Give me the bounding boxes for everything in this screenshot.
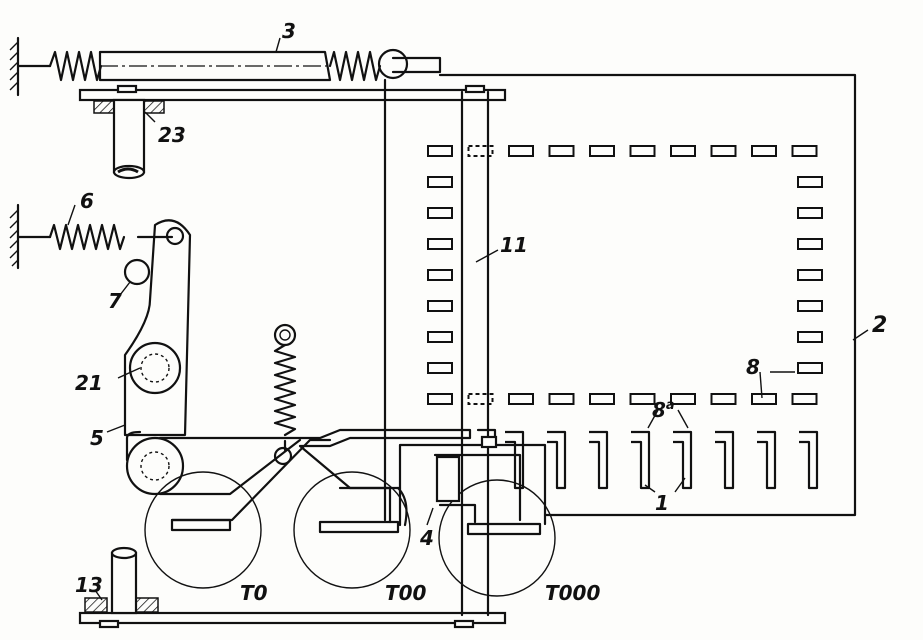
top-plate [78,88,507,102]
stop-pin-7 [123,258,151,286]
slot [427,362,453,374]
bracket-4 [396,428,547,527]
slot [797,331,823,343]
slot [508,393,534,405]
label-t00: T00 [385,581,427,605]
slot [467,145,494,157]
blade-t000 [466,522,542,536]
label-5: 5 [90,426,104,450]
slot [427,207,453,219]
slider-arm [158,428,472,490]
spring-6 [16,223,174,251]
hook [547,430,567,490]
slot [710,145,737,157]
hook [799,430,819,490]
slot [751,393,777,405]
slot [629,393,656,405]
slot [791,393,818,405]
hook [631,430,651,490]
label-3: 3 [282,19,296,43]
lever-5 [123,219,192,496]
slot [670,393,696,405]
label-8a: 8a [652,398,675,422]
slot [589,145,615,157]
label-1: 1 [655,491,669,515]
label-23: 23 [158,123,186,147]
slot [670,145,696,157]
top-spring-assembly [16,48,442,82]
slot [427,145,453,157]
slot [427,331,453,343]
slot [797,207,823,219]
blade-t00 [318,520,400,534]
slot [589,393,615,405]
hook [673,430,693,490]
slot [548,393,575,405]
label-21: 21 [75,371,103,395]
slot [751,145,777,157]
slot [797,176,823,188]
bottom-plate [78,611,507,625]
slot [797,238,823,250]
blade-t0 [170,518,232,532]
label-4: 4 [419,526,434,550]
slot [427,176,453,188]
shaft-13 [84,546,159,615]
spring-right-3 [328,50,382,82]
pivot-top [377,48,409,80]
wall-mid-left [9,203,20,270]
label-7: 7 [108,289,122,313]
slot [791,145,818,157]
slot [427,238,453,250]
roller-t000 [438,479,556,597]
slot-grid [427,145,823,405]
hook-row [505,430,819,490]
label-t000: T000 [545,581,600,605]
wall-top-left [9,36,20,97]
slot [427,300,453,312]
label-2: 2 [872,313,887,338]
slot [797,362,823,374]
shaft-23 [93,98,165,180]
roller-t00 [293,471,411,589]
slot [467,393,494,405]
slot [427,393,453,405]
label-8: 8 [746,355,760,379]
slot [629,145,656,157]
label-6: 6 [80,189,94,213]
hook [715,430,735,490]
hook [589,430,609,490]
slot [548,145,575,157]
slot [427,269,453,281]
slot [797,269,823,281]
plate-2 [438,73,857,517]
spring-left-3 [48,50,103,82]
slot [710,393,737,405]
label-13: 13 [75,573,103,597]
roller-t0 [144,471,262,589]
slot [797,300,823,312]
label-t0: T0 [240,581,268,605]
slot [508,145,534,157]
spring-center [273,323,297,466]
label-11: 11 [500,233,528,257]
rod-3 [98,50,332,82]
hook [757,430,777,490]
